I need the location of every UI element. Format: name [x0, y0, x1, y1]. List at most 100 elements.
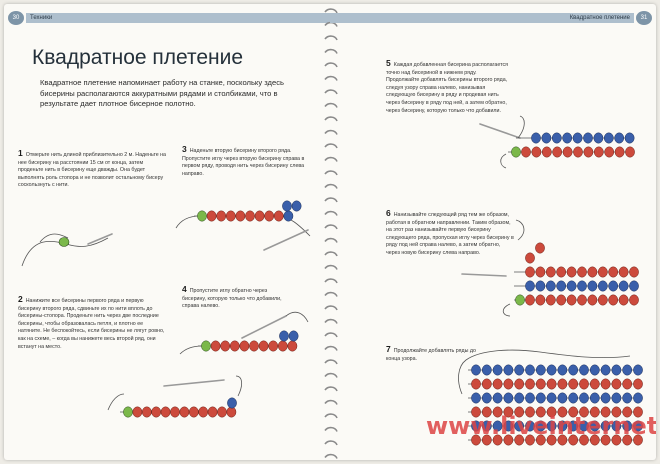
bead-icon: [492, 392, 503, 404]
bead-icon: [535, 266, 546, 278]
bead-icon: [471, 406, 481, 418]
thread-icon: [235, 375, 242, 397]
bead-icon: [600, 392, 611, 404]
bead-icon: [633, 378, 643, 390]
bead-icon: [568, 434, 579, 446]
step-text: Нанижите все бисерины первого ряда и пер…: [18, 298, 165, 350]
bead-icon: [235, 210, 246, 222]
bead-icon: [481, 434, 492, 446]
bead-icon: [629, 294, 639, 306]
bead-icon: [597, 266, 608, 278]
bead-icon: [557, 392, 568, 404]
bead-icon: [277, 340, 288, 352]
bead-icon: [503, 420, 514, 432]
bead-icon: [535, 406, 546, 418]
step-number: 3: [182, 144, 187, 154]
bead-icon: [579, 364, 589, 376]
spiral-ring: [324, 75, 338, 81]
bead-icon: [618, 280, 629, 292]
bead-icon: [217, 406, 227, 418]
bead-icon: [525, 252, 535, 264]
bead-icon: [566, 280, 577, 292]
bead-icon: [579, 434, 589, 446]
bead-icon: [287, 340, 298, 352]
spiral-ring: [324, 413, 338, 419]
needle-icon: [163, 379, 225, 387]
bead-icon: [227, 397, 237, 409]
bead-icon: [521, 146, 531, 158]
bead-icon: [577, 280, 587, 292]
left-page-header: 30 Техники: [4, 4, 330, 30]
bead-icon: [566, 266, 577, 278]
bead-icon: [562, 146, 573, 158]
bead-icon: [481, 364, 492, 376]
step-4-illustration: [179, 311, 309, 355]
bead-icon: [557, 434, 568, 446]
bead-icon: [207, 406, 218, 418]
spiral-ring: [324, 453, 338, 459]
bead-grid: [468, 364, 643, 446]
bead-icon: [579, 378, 589, 390]
bead-icon: [579, 392, 589, 404]
thread-icon: [502, 303, 511, 317]
bead-icon: [557, 378, 568, 390]
bead-icon: [535, 242, 545, 254]
bead-icon: [614, 132, 625, 144]
bead-icon: [622, 378, 633, 390]
bead-icon: [220, 340, 231, 352]
spiral-ring: [324, 278, 338, 284]
bead-icon: [589, 420, 600, 432]
thread-icon: [458, 349, 631, 395]
needle-icon: [241, 315, 287, 339]
bead-icon: [604, 146, 615, 158]
spiral-ring: [324, 62, 338, 68]
bead-icon: [579, 420, 589, 432]
header-band: [330, 13, 634, 23]
left-page: 30 Техники Квадратное плетение Квадратно…: [4, 4, 330, 460]
spiral-ring: [324, 156, 338, 162]
bead-icon: [531, 132, 541, 144]
bead-icon: [503, 378, 514, 390]
bead-icon: [503, 392, 514, 404]
bead-icon: [593, 146, 604, 158]
bead-icon: [608, 266, 619, 278]
spiral-ring: [324, 251, 338, 257]
step-text: Каждая добавленная бисерина располагаетс…: [386, 62, 508, 114]
step-number: 2: [18, 294, 23, 304]
bead-icon: [216, 210, 227, 222]
bead-icon: [597, 280, 608, 292]
bead-icon: [633, 392, 643, 404]
bead-icon: [546, 434, 557, 446]
spiral-ring: [324, 440, 338, 446]
bead-icon: [511, 146, 521, 158]
bead-icon: [254, 210, 265, 222]
bead-icon: [492, 420, 503, 432]
bead-icon: [503, 434, 514, 446]
spiral-ring: [324, 426, 338, 432]
bead-icon: [618, 294, 629, 306]
bead-icon: [291, 200, 302, 212]
bead-icon: [589, 392, 600, 404]
bead-icon: [557, 406, 568, 418]
bead-icon: [541, 132, 552, 144]
bead-icon: [589, 364, 600, 376]
spiral-ring: [324, 8, 338, 14]
spiral-ring: [324, 48, 338, 54]
bead-icon: [258, 340, 269, 352]
watermark: www.liveinternet.ru: [426, 412, 656, 440]
bead-icon: [557, 364, 568, 376]
bead-icon: [625, 146, 635, 158]
thread-icon: [517, 115, 525, 139]
bead-icon: [268, 340, 279, 352]
bead-icon: [535, 280, 546, 292]
step-2-illustration: [107, 375, 242, 418]
bead-icon: [239, 340, 250, 352]
bead-row: [198, 330, 299, 352]
bead-icon: [481, 406, 492, 418]
bead-icon: [566, 294, 577, 306]
bead-icon: [622, 420, 633, 432]
thread-icon: [500, 153, 507, 169]
